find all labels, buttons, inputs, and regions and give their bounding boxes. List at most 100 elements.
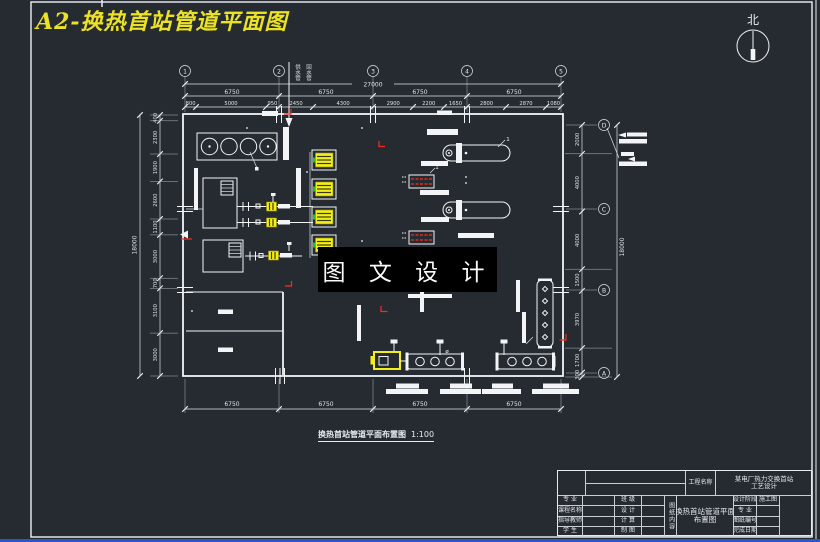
tb-value-date: [757, 526, 780, 537]
svg-text:800: 800: [186, 101, 196, 107]
tb-empty-corner: [558, 471, 586, 496]
svg-text:2870: 2870: [519, 101, 532, 107]
dim-overall-height-right: 18000: [619, 237, 626, 256]
svg-text:4: 4: [465, 68, 469, 75]
dim-overall-width: 27000: [363, 82, 382, 89]
tb-value-major: [583, 496, 615, 507]
pipe-riser-entry: 供水管 回水管: [285, 62, 312, 127]
svg-text:6750: 6750: [412, 89, 427, 96]
svg-text:3: 3: [371, 68, 375, 75]
svg-text:6750: 6750: [224, 401, 239, 408]
svg-text:950: 950: [267, 101, 277, 107]
tb-label-advisor: 指导教师: [558, 516, 583, 527]
svg-text:3970: 3970: [575, 313, 581, 326]
svg-text:4000: 4000: [575, 234, 581, 247]
svg-text:6750: 6750: [318, 401, 333, 408]
svg-text:2450: 2450: [289, 101, 302, 107]
north-arrow: 北: [736, 13, 770, 63]
tb-value-major2: [757, 506, 780, 517]
tb-school-cell-top: [586, 471, 686, 484]
caption-name: 换热首站管道平面布置图: [318, 430, 406, 439]
tb-drawing-name-line2: 布置图: [693, 515, 717, 524]
svg-text:4300: 4300: [336, 101, 349, 107]
tb-project-name-line1: 某电厂热力交换首站: [734, 475, 794, 484]
dim-chain-left: 400 2300 1900 2600 1100 3000 700 3100 30…: [132, 111, 178, 380]
pump-piping-group: [237, 152, 313, 261]
riser-label-return: 回水管: [305, 64, 312, 82]
tb-project-label: 工程名称: [686, 471, 716, 496]
horizontal-vessels: 1: [420, 129, 511, 238]
svg-text:1700: 1700: [575, 354, 581, 367]
svg-text:6750: 6750: [318, 89, 333, 96]
tb-school-cell-bottom: [586, 484, 686, 496]
caption-scale: 1:100: [411, 430, 435, 439]
tb-value-design: [642, 506, 665, 517]
grid-bubbles-right: D C B A: [566, 119, 610, 379]
svg-text:1100: 1100: [153, 220, 159, 233]
tb-label-major2: 专 业: [734, 506, 757, 517]
tb-value-class: [642, 496, 665, 507]
tb-project-name-line2: 工艺设计: [751, 482, 777, 490]
tb-drawing-name-line1: 换热首站管道平面: [677, 507, 734, 517]
plate-heat-exchangers: [311, 149, 337, 256]
dim-chain-top: 27000 6750 6750 6750 6750 800 5000 950 2…: [181, 80, 565, 111]
sheet-frame: [30, 0, 817, 540]
tb-empty-right: [780, 496, 813, 537]
grid-bubbles-top: 1 2 3 4 5: [179, 65, 567, 112]
svg-text:3100: 3100: [153, 304, 159, 317]
svg-text:5000: 5000: [224, 101, 237, 107]
tb-value-calc: [642, 516, 665, 527]
tb-label-student: 学 生: [558, 526, 583, 537]
bottom-manifolds: ø: [370, 339, 556, 371]
tb-value-sheet-no: [757, 516, 780, 527]
tb-label-date: 完成日期: [734, 526, 757, 537]
phi-symbol: ø: [445, 349, 449, 355]
svg-text:2: 2: [277, 68, 281, 75]
svg-text:700: 700: [153, 278, 159, 288]
tb-label-design: 设 计: [615, 506, 642, 517]
foundation-steps: [386, 383, 579, 394]
svg-text:A: A: [602, 370, 607, 377]
pump-tag: 1: [435, 165, 439, 171]
circulation-unit: [196, 132, 278, 171]
tb-value-course: [583, 506, 615, 517]
vertical-manifold: [525, 278, 554, 349]
svg-text:2200: 2200: [422, 101, 435, 107]
tb-project-name: 某电厂热力交换首站 工艺设计: [716, 471, 813, 496]
svg-text:6750: 6750: [506, 89, 521, 96]
tb-label-stage: 设计阶段: [734, 496, 757, 507]
svg-text:6750: 6750: [412, 401, 427, 408]
svg-text:1: 1: [183, 68, 187, 75]
svg-text:3000: 3000: [153, 250, 159, 263]
tb-label-course: 课程名称: [558, 506, 583, 517]
svg-text:1500: 1500: [575, 273, 581, 286]
tb-value-student: [583, 526, 615, 537]
svg-text:6750: 6750: [224, 89, 239, 96]
svg-text:2300: 2300: [153, 131, 159, 144]
svg-text:2600: 2600: [153, 194, 159, 207]
svg-text:400: 400: [153, 113, 159, 123]
svg-text:3000: 3000: [153, 348, 159, 361]
small-pumps: 1: [402, 165, 439, 245]
interior-rooms: [186, 127, 526, 375]
tb-label-sheet-no: 图纸编号: [734, 516, 757, 527]
tb-drawing-name: 换热首站管道平面 布置图: [677, 496, 734, 537]
drawing-title: A2-换热首站管道平面图: [36, 9, 288, 35]
vessel-tag: 1: [506, 137, 510, 143]
svg-text:1080: 1080: [547, 101, 560, 107]
tb-label-major: 专 业: [558, 496, 583, 507]
north-label: 北: [747, 13, 759, 27]
riser-label-supply: 供水管: [294, 63, 301, 82]
svg-text:300: 300: [575, 370, 581, 380]
tb-label-calc: 计 算: [615, 516, 642, 527]
svg-text:2900: 2900: [387, 101, 400, 107]
svg-text:4000: 4000: [575, 176, 581, 189]
dim-overall-height-left: 18000: [132, 235, 139, 254]
tb-value-advisor: [583, 516, 615, 527]
svg-text:2000: 2000: [575, 133, 581, 146]
svg-text:D: D: [602, 122, 607, 129]
tb-label-draft: 制 图: [615, 526, 642, 537]
svg-text:1900: 1900: [153, 161, 159, 174]
building-outline: [177, 106, 569, 384]
